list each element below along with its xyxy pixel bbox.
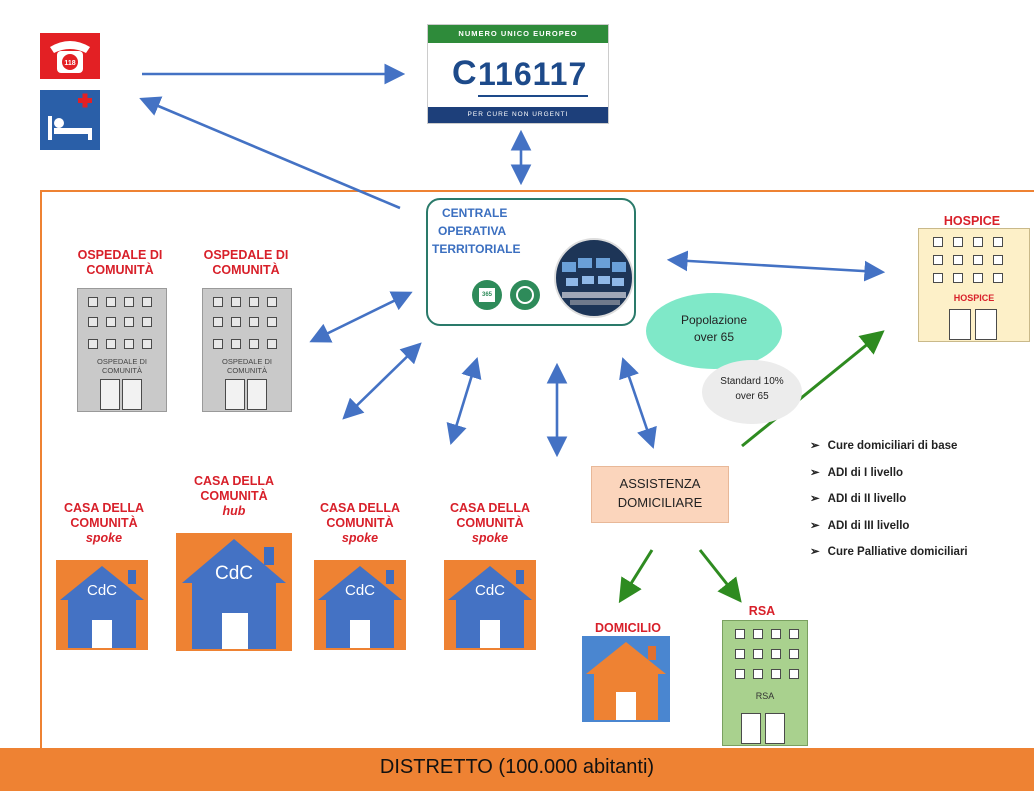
arrow-to-hospice: [741, 330, 885, 448]
domicilio-house: [582, 636, 670, 722]
hospice-sign: HOSPICE: [953, 293, 995, 303]
casa-1-title: CASA DELLA COMUNITÀ spoke: [54, 501, 154, 546]
arrow-cot-casa-hub: [342, 342, 422, 420]
casa-1-line1: CASA DELLA: [63, 501, 145, 515]
cot-line3: TERRITORIALE: [432, 242, 521, 256]
rsa-building: RSA: [722, 620, 808, 746]
chevron-bullet-icon: ➢: [810, 440, 820, 452]
arrow-cot-assistenza: [619, 357, 657, 449]
chevron-bullet-icon: ➢: [810, 520, 820, 532]
cure-item-3: ➢ADI di II livello: [810, 493, 907, 505]
ospedale-2-sign1: OSPEDALE DI: [221, 357, 273, 366]
arrow-cot-hospice: [666, 250, 886, 282]
casa-3-line2: COMUNITÀ: [326, 516, 394, 530]
hospice-building: HOSPICE: [918, 228, 1030, 342]
cot-line1: CENTRALE: [442, 206, 508, 220]
control-room-icon: [554, 238, 634, 318]
casa-2-house-label: CdC: [214, 563, 253, 584]
casa-3-house-label: CdC: [344, 582, 375, 599]
assistenza-line2: DOMICILIARE: [617, 495, 703, 510]
cure-item-5: ➢Cure Palliative domiciliari: [810, 546, 968, 558]
standard-ellipse: Standard 10% over 65: [702, 360, 802, 424]
calendar-icon: 365: [472, 280, 502, 310]
ospedale-2-sign2: COMUNITÀ: [227, 366, 267, 375]
clock-icon: [510, 280, 540, 310]
popolazione-line1: Popolazione: [680, 313, 748, 327]
ospedale-1-line2: COMUNITÀ: [86, 263, 154, 277]
cure-item-2: ➢ADI di I livello: [810, 467, 904, 479]
casa-2-title: CASA DELLA COMUNITÀ hub: [184, 474, 284, 519]
casa-2-type: hub: [222, 504, 246, 518]
chevron-bullet-icon: ➢: [810, 546, 820, 558]
distretto-label: DISTRETTO (100.000 abitanti): [379, 756, 655, 778]
hospital-bed-icon: [40, 90, 100, 150]
cot-line2: OPERATIVA: [438, 224, 507, 238]
rsa-sign: RSA: [755, 691, 775, 701]
casa-1-line2: COMUNITÀ: [70, 516, 138, 530]
casa-4-house: CdC: [444, 560, 536, 650]
popolazione-line2: over 65: [693, 330, 735, 344]
casa-4-line1: CASA DELLA: [449, 501, 531, 515]
chevron-bullet-icon: ➢: [810, 493, 820, 505]
phone-number: 118: [64, 60, 75, 67]
casa-3-type: spoke: [341, 531, 379, 545]
numero-unico-panel: NUMERO UNICO EUROPEO C 116117 PER CURE N…: [427, 24, 609, 124]
numero-header: NUMERO UNICO EUROPEO: [428, 25, 608, 43]
standard-line1: Standard 10%: [720, 376, 784, 387]
casa-4-house-label: CdC: [474, 582, 505, 599]
casa-1-type: spoke: [85, 531, 123, 545]
ospedale-1-building: OSPEDALE DI COMUNITÀ: [77, 288, 167, 412]
casa-1-house: CdC: [56, 560, 148, 650]
hospice-title: HOSPICE: [943, 214, 1001, 228]
assistenza-box: ASSISTENZA DOMICILIARE: [591, 466, 729, 523]
ospedale-2-building: OSPEDALE DI COMUNITÀ: [202, 288, 292, 412]
arrow-cot-casa-spoke2: [446, 357, 482, 445]
casa-4-type: spoke: [471, 531, 509, 545]
ospedale-2-title: OSPEDALE DI COMUNITÀ: [196, 248, 296, 278]
ospedale-1-title: OSPEDALE DI COMUNITÀ: [70, 248, 170, 278]
casa-2-line1: CASA DELLA: [193, 474, 275, 488]
ospedale-1-line1: OSPEDALE DI: [77, 248, 163, 262]
casa-1-house-label: CdC: [86, 582, 117, 599]
ospedale-1-sign2: COMUNITÀ: [102, 366, 142, 375]
casa-4-line2: COMUNITÀ: [456, 516, 524, 530]
casa-3-house: CdC: [314, 560, 406, 650]
casa-3-line1: CASA DELLA: [319, 501, 401, 515]
rsa-title: RSA: [748, 604, 776, 618]
domicilio-title: DOMICILIO: [595, 621, 661, 635]
arrow-to-domicilio: [618, 549, 654, 604]
ospedale-2-line2: COMUNITÀ: [212, 263, 280, 277]
numero-footer: PER CURE NON URGENTI: [428, 107, 608, 123]
ospedale-2-line1: OSPEDALE DI: [203, 248, 289, 262]
cure-item-1: ➢Cure domiciliari di base: [810, 440, 958, 452]
phone-handset-icon: C: [452, 54, 477, 92]
phone-icon: 118: [40, 33, 100, 79]
calendar-text: 365: [479, 288, 495, 302]
cot-box: CENTRALE OPERATIVA TERRITORIALE 365: [426, 198, 636, 326]
numero-value: 116117: [478, 56, 588, 92]
casa-3-title: CASA DELLA COMUNITÀ spoke: [310, 501, 410, 546]
arrow-cot-ospedale: [309, 291, 413, 343]
assistenza-line1: ASSISTENZA: [619, 476, 701, 491]
casa-2-line2: COMUNITÀ: [200, 489, 268, 503]
standard-line2: over 65: [735, 391, 769, 402]
ospedale-1-sign1: OSPEDALE DI: [96, 357, 148, 366]
arrow-cot-to-phones: [139, 96, 401, 210]
cure-item-4: ➢ADI di III livello: [810, 520, 910, 532]
casa-4-title: CASA DELLA COMUNITÀ spoke: [440, 501, 540, 546]
popolazione-ellipse: Popolazione over 65: [646, 293, 782, 369]
casa-2-house: CdC: [176, 533, 292, 651]
arrow-to-rsa: [698, 549, 742, 603]
chevron-bullet-icon: ➢: [810, 467, 820, 479]
distretto-bar: DISTRETTO (100.000 abitanti): [0, 748, 1034, 791]
